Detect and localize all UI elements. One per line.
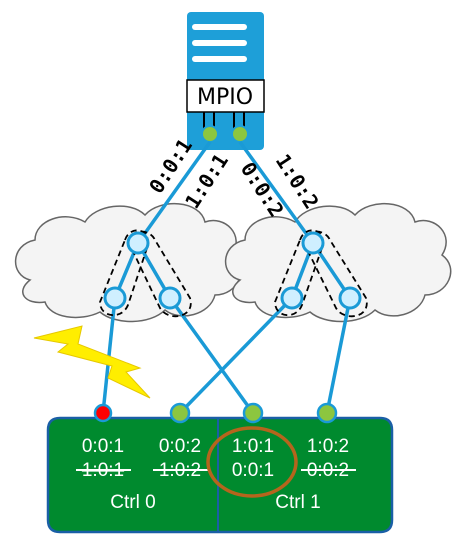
left-port-node-b — [158, 286, 182, 310]
host-links — [136, 140, 315, 245]
ctrl0-name: Ctrl 0 — [110, 492, 155, 513]
ctrl0-port-a-active: 0:0:1 — [82, 436, 124, 457]
host-port-right — [231, 125, 249, 143]
ctrl1-name: Ctrl 1 — [275, 492, 320, 513]
fabric-nodes — [103, 231, 362, 310]
ctrl1-port-a-active: 1:0:1 — [232, 436, 274, 457]
left-switch-node — [126, 231, 150, 255]
right-switch-node — [301, 231, 325, 255]
ctrl0-port-a-failed — [93, 403, 113, 423]
ctrl0-port-b-active: 0:0:2 — [159, 436, 201, 457]
ctrl0-port-b — [169, 402, 191, 424]
zone-outlines — [99, 229, 368, 318]
left-port-node-a — [103, 286, 127, 310]
controller-links — [101, 296, 352, 415]
storage-controllers — [46, 416, 394, 534]
right-port-node-a — [280, 286, 304, 310]
host-server: MPIO — [186, 12, 265, 150]
ctrl1-port-a-secondary: 0:0:1 — [232, 460, 274, 481]
right-fabric-cloud — [224, 203, 452, 323]
lightning-icon — [33, 325, 151, 399]
server-vent-2 — [192, 40, 247, 46]
server-vent-1 — [192, 24, 247, 30]
host-port-left — [201, 125, 219, 143]
server-vent-3 — [192, 56, 247, 62]
mpio-label: MPIO — [197, 85, 253, 110]
ctrl1-port-b-active: 1:0:2 — [307, 436, 349, 457]
right-port-node-b — [338, 286, 362, 310]
ctrl1-port-b — [316, 402, 338, 424]
highlight-circle — [206, 426, 298, 498]
ctrl1-port-a — [242, 402, 264, 424]
controller-enclosure — [46, 416, 394, 534]
mpio-box — [186, 79, 265, 113]
